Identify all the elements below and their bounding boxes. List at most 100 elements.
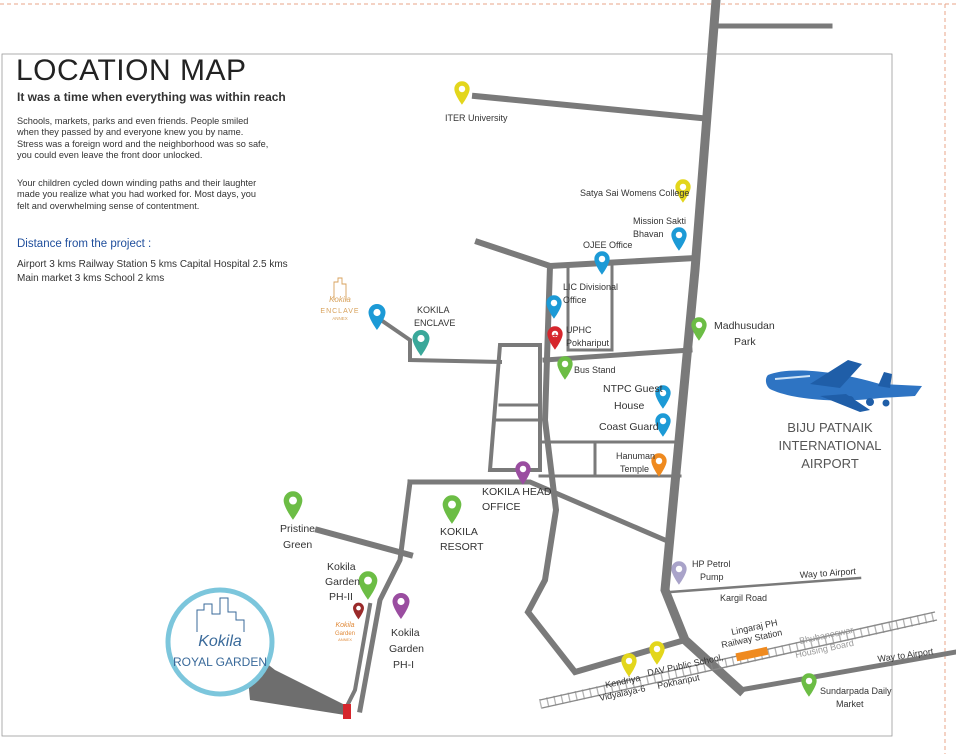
- building-skyline-icon: [196, 597, 245, 632]
- enclave-logo-enclave: ENCLAVE: [320, 308, 359, 315]
- garden-annex-logo-annex: ANNEX: [338, 637, 352, 642]
- label-garden-ph1-1: Kokila: [391, 627, 420, 639]
- road-iter: [471, 92, 704, 122]
- label-garden-ph2-2: Garden: [325, 576, 360, 588]
- intro-paragraph-1-line: you could even leave the front door unlo…: [17, 150, 203, 161]
- project-location-marker: [343, 704, 351, 719]
- label-kokila-head-2: OFFICE: [482, 501, 521, 513]
- map-pin-icon-garden-annex[interactable]: [353, 602, 364, 620]
- map-pin-icon-hp-petrol[interactable]: [671, 561, 687, 585]
- label-sundarpada-2: Market: [836, 699, 864, 709]
- label-satya-sai: Satya Sai Womens College: [580, 188, 689, 198]
- label-bus-stand: Bus Stand: [574, 365, 616, 375]
- garden-annex-logo-garden: Garden: [335, 631, 355, 637]
- road-west-loop: [357, 479, 413, 713]
- intro-paragraph-1: Schools, markets, parks and even friends…: [17, 116, 273, 162]
- distance-heading: Distance from the project :: [17, 238, 152, 250]
- page-title: LOCATION MAP: [16, 54, 247, 87]
- road-enclave: [375, 315, 503, 365]
- main-road-ns: [660, 0, 747, 697]
- map-pin-icon-dav[interactable]: [649, 641, 665, 665]
- intro-paragraph-1-line: when they passed by and everyone knew yo…: [17, 127, 244, 138]
- airport-label-line-3: AIRPORT: [801, 456, 859, 471]
- label-mission-sakti-1: Mission Sakti: [633, 216, 686, 226]
- map-pin-icon-garden-ph2[interactable]: [358, 571, 378, 600]
- label-ntpc-2: House: [614, 400, 645, 412]
- airport-label-line-1: BIJU PATNAIK: [787, 420, 873, 435]
- roads: [314, 0, 956, 713]
- label-pristine-2: Green: [283, 539, 312, 551]
- intro-paragraph-2: Your children cycled down winding paths …: [17, 178, 273, 212]
- distance-line-1: Airport 3 kms Railway Station 5 kms Capi…: [17, 259, 288, 270]
- garden-annex-logo-name: Kokila: [335, 622, 354, 629]
- road-head-office: [407, 479, 669, 544]
- label-kokila-resort-2: RESORT: [440, 541, 484, 553]
- label-garden-ph1-3: PH-I: [393, 659, 414, 671]
- label-ntpc-1: NTPC Guest: [603, 383, 663, 395]
- label-madhusudan-2: Park: [734, 336, 756, 348]
- label-iter: ITER University: [445, 113, 508, 123]
- intro-paragraph-2-line: made you realize what you had worked for…: [17, 189, 256, 200]
- map-pin-icon-pristine[interactable]: [283, 491, 303, 520]
- airplane-icon: [765, 360, 922, 412]
- road-block-left: [487, 343, 542, 472]
- label-lic-2: Office: [563, 295, 586, 305]
- label-kokila-enclave-1: KOKILA: [417, 305, 450, 315]
- label-garden-ph2-3: PH-II: [329, 591, 353, 603]
- intro-paragraph-1-line: Schools, markets, parks and even friends…: [17, 116, 249, 126]
- label-kokila-enclave-2: ENCLAVE: [414, 318, 455, 328]
- road-garden-ph2: [342, 602, 373, 713]
- label-garden-ph1-2: Garden: [389, 643, 424, 655]
- label-uphc-1: UPHC: [566, 325, 592, 335]
- royal-garden-logo-name: Kokila: [198, 633, 242, 650]
- label-coast-guard: Coast Guard: [599, 421, 659, 433]
- map-pin-icon-kokila-resort[interactable]: [442, 495, 462, 524]
- label-kokila-head-1: KOKILA HEAD: [482, 486, 552, 498]
- kokila-royal-garden-logo: Kokila ROYAL GARDEN: [165, 587, 275, 697]
- label-pristine-1: Pristine: [280, 523, 315, 535]
- map-pin-icon-bus-stand[interactable]: [557, 356, 573, 380]
- building-icon: [333, 277, 347, 300]
- road-lic-inner: [566, 264, 614, 352]
- intro-paragraph-1-line: Stress was a foreign word and the neighb…: [17, 138, 269, 149]
- map-pin-icon-sundarpada[interactable]: [801, 673, 817, 697]
- map-pin-icon-mission-sakti[interactable]: [671, 227, 687, 251]
- label-hanuman-1: Hanuman: [616, 451, 655, 461]
- label-hp-petrol-2: Pump: [700, 572, 724, 582]
- distance-line-2: Main market 3 kms School 2 kms: [17, 273, 165, 284]
- label-kokila-resort-1: KOKILA: [440, 526, 478, 538]
- kokila-garden-annex-logo: Kokila Garden ANNEX: [335, 622, 355, 642]
- intro-paragraph-2-line: felt and overwhelming sense of contentme…: [17, 200, 200, 211]
- label-sundarpada-1: Sundarpada Daily: [820, 686, 892, 696]
- label-way-airport-1: Way to Airport: [799, 566, 856, 580]
- road-kargil: [668, 576, 862, 594]
- map-pin-icon-iter[interactable]: [454, 81, 470, 105]
- label-lic-1: LIC Divisional: [563, 282, 618, 292]
- page-subtitle: It was a time when everything was within…: [17, 90, 286, 104]
- map-pin-icon-madhusudan[interactable]: [691, 317, 707, 341]
- map-pin-icon-kokila-enclave[interactable]: [412, 330, 430, 356]
- label-ojee: OJEE Office: [583, 240, 632, 250]
- railway-station-marker: [735, 646, 769, 662]
- label-mission-sakti-2: Bhavan: [633, 229, 664, 239]
- label-garden-ph2-1: Kokila: [327, 561, 356, 573]
- hospital-cross-icon: +: [552, 331, 558, 342]
- label-hp-petrol-1: HP Petrol: [692, 559, 730, 569]
- road-pristine: [314, 526, 414, 559]
- map-pin-icon-ojee[interactable]: [594, 251, 610, 275]
- road-airport: [737, 649, 956, 693]
- label-madhusudan-1: Madhusudan: [714, 320, 775, 332]
- map-pin-icon-enclave-annex[interactable]: [368, 304, 386, 330]
- intro-paragraph-2-line: Your children cycled down winding paths …: [17, 178, 257, 188]
- kokila-enclave-logo: Kokila ENCLAVE ANNEX: [320, 277, 359, 321]
- label-hanuman-2: Temple: [620, 464, 649, 474]
- enclave-logo-annex: ANNEX: [332, 316, 348, 321]
- road-lic: [524, 262, 689, 676]
- enclave-logo-name: Kokila: [329, 295, 351, 304]
- label-uphc-2: Pokhariput: [566, 338, 610, 348]
- royal-garden-logo-title: ROYAL GARDEN: [173, 655, 267, 669]
- label-dav-2: Pokhariput: [656, 672, 701, 691]
- map-pin-icon-garden-ph1[interactable]: [392, 593, 410, 619]
- airport-label-line-2: INTERNATIONAL: [778, 438, 881, 453]
